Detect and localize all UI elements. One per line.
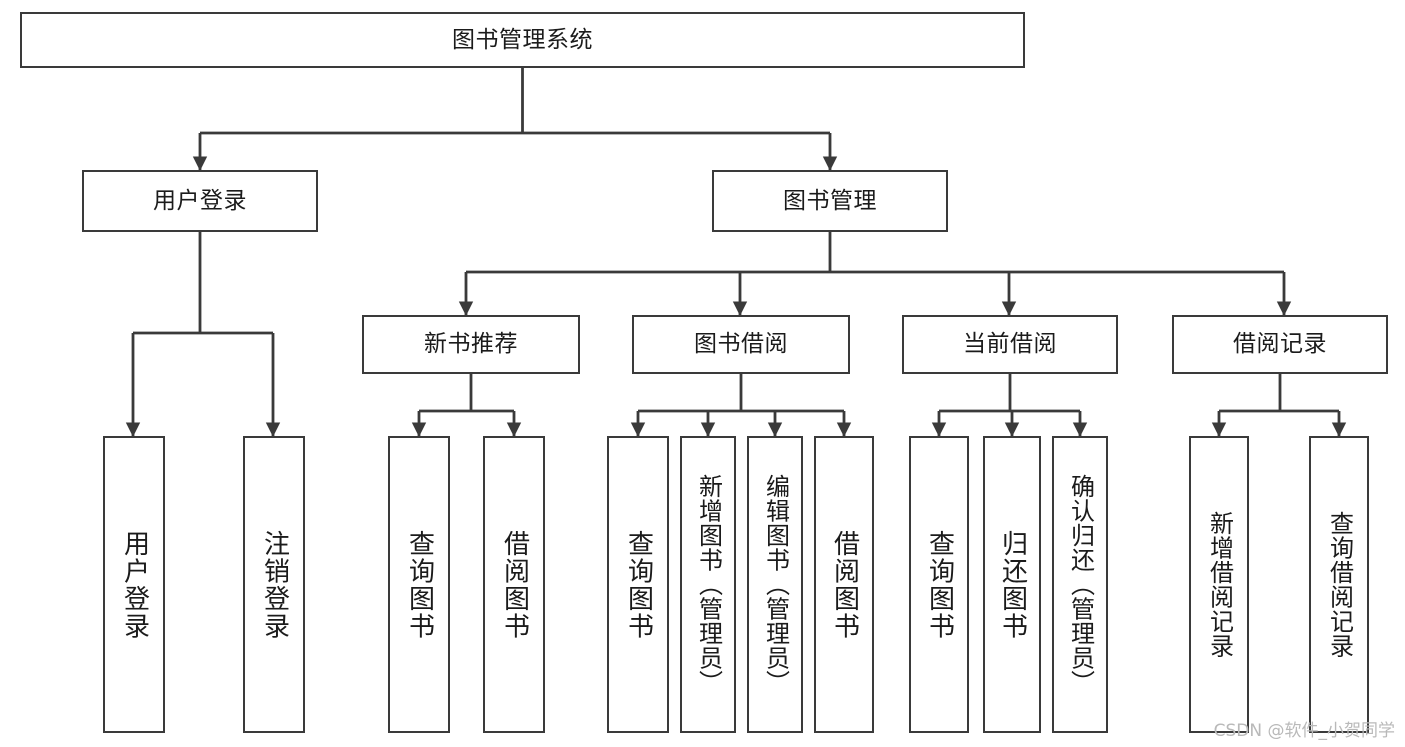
- node-leaf-query-record-label: 查询借阅记录: [1325, 511, 1354, 658]
- node-leaf-borrow-book-rec[interactable]: 借阅图书: [483, 436, 545, 733]
- node-leaf-logout-label: 注销登录: [259, 529, 290, 640]
- node-leaf-edit-book[interactable]: 编辑图书（管理员）: [747, 436, 803, 733]
- node-leaf-edit-book-label: 编辑图书（管理员）: [761, 474, 790, 695]
- node-user-login[interactable]: 用户登录: [82, 170, 318, 232]
- node-leaf-return-book-label: 归还图书: [997, 529, 1028, 640]
- node-leaf-return-book[interactable]: 归还图书: [983, 436, 1041, 733]
- node-leaf-add-book-label: 新增图书（管理员）: [694, 474, 723, 695]
- node-book-borrow-label: 图书借阅: [694, 331, 788, 358]
- node-book-manage-label: 图书管理: [783, 187, 877, 214]
- node-leaf-confirm-return-label: 确认归还（管理员）: [1066, 474, 1095, 695]
- node-leaf-borrow-book-rec-label: 借阅图书: [499, 529, 530, 640]
- node-book-manage[interactable]: 图书管理: [712, 170, 948, 232]
- node-borrow-record[interactable]: 借阅记录: [1172, 315, 1388, 374]
- csdn-watermark: CSDN @软件_小贺同学: [1213, 721, 1395, 741]
- node-leaf-add-record[interactable]: 新增借阅记录: [1189, 436, 1249, 733]
- node-leaf-add-record-label: 新增借阅记录: [1205, 511, 1234, 658]
- node-leaf-query-book-cur-label: 查询图书: [924, 529, 955, 640]
- node-user-login-label: 用户登录: [153, 187, 247, 214]
- node-leaf-confirm-return[interactable]: 确认归还（管理员）: [1052, 436, 1108, 733]
- node-new-book-rec-label: 新书推荐: [424, 331, 518, 358]
- node-leaf-add-book[interactable]: 新增图书（管理员）: [680, 436, 736, 733]
- node-leaf-user-login-label: 用户登录: [119, 529, 150, 640]
- node-leaf-borrow-book[interactable]: 借阅图书: [814, 436, 874, 733]
- node-new-book-rec[interactable]: 新书推荐: [362, 315, 580, 374]
- node-current-borrow-label: 当前借阅: [963, 331, 1057, 358]
- node-root-label: 图书管理系统: [452, 26, 593, 53]
- node-current-borrow[interactable]: 当前借阅: [902, 315, 1118, 374]
- node-leaf-query-book-borrow[interactable]: 查询图书: [607, 436, 669, 733]
- node-borrow-record-label: 借阅记录: [1233, 331, 1327, 358]
- node-leaf-borrow-book-label: 借阅图书: [829, 529, 860, 640]
- node-leaf-logout[interactable]: 注销登录: [243, 436, 305, 733]
- node-leaf-query-book-rec-label: 查询图书: [404, 529, 435, 640]
- node-root[interactable]: 图书管理系统: [20, 12, 1025, 68]
- node-leaf-query-book-cur[interactable]: 查询图书: [909, 436, 969, 733]
- node-leaf-query-book-borrow-label: 查询图书: [623, 529, 654, 640]
- node-leaf-query-record[interactable]: 查询借阅记录: [1309, 436, 1369, 733]
- node-leaf-query-book-rec[interactable]: 查询图书: [388, 436, 450, 733]
- node-leaf-user-login[interactable]: 用户登录: [103, 436, 165, 733]
- node-book-borrow[interactable]: 图书借阅: [632, 315, 850, 374]
